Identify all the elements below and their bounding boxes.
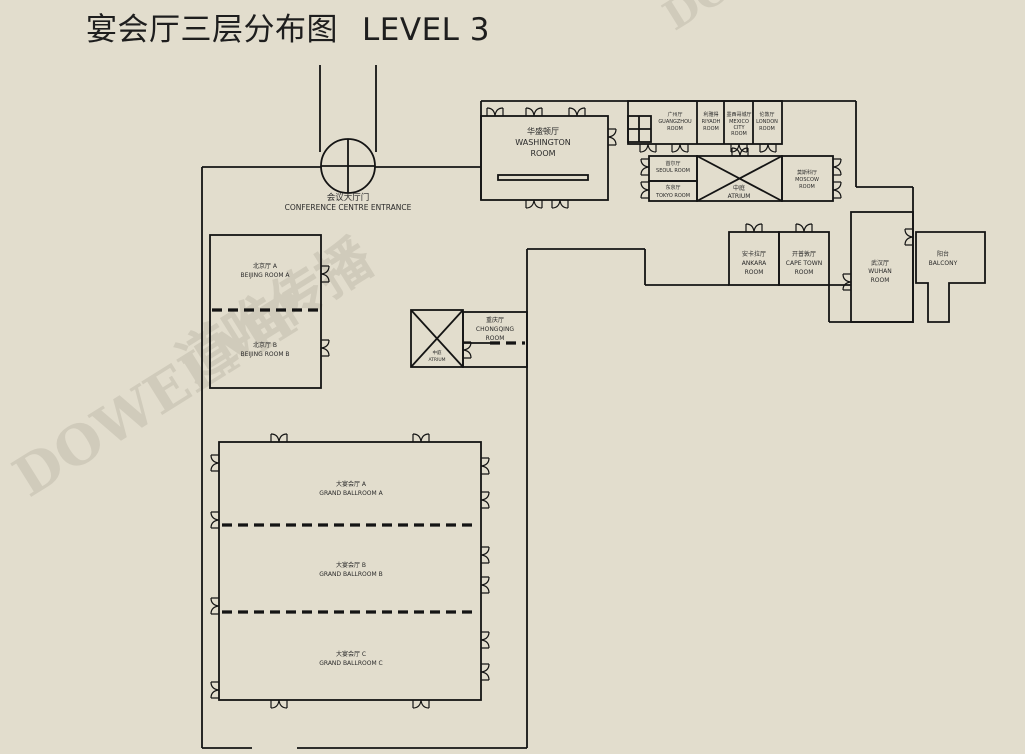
label-atrium-top-zh: 中庭	[733, 184, 745, 192]
label-chongqing-room: ROOM	[486, 335, 505, 342]
label-cape-town-en: CAPE TOWN	[786, 260, 822, 267]
label-tokyo-zh: 东京厅	[665, 184, 680, 191]
label-london-zh: 伦敦厅	[759, 111, 774, 118]
label-seoul-zh: 首尔厅	[665, 160, 680, 167]
label-riyadh-zh: 利雅得	[703, 111, 718, 118]
door-swing-v-10	[320, 265, 330, 283]
label-guangzhou-room: ROOM	[667, 126, 683, 132]
label-conference-zh: 会议大厅门	[327, 192, 370, 203]
door-swing-10	[795, 223, 813, 233]
label-moscow-en: MOSCOW	[795, 177, 819, 183]
door-swing-v-8	[210, 597, 220, 615]
door-swing-v-3	[480, 576, 490, 594]
door-swing-v-1	[480, 491, 490, 509]
label-chongqing-en: CHONGQING	[476, 326, 515, 333]
door-swing-v-5	[480, 663, 490, 681]
door-swing-v-19	[842, 273, 852, 291]
label-tokyo-en: TOKYO ROOM	[655, 193, 690, 199]
door-swing-v-12	[607, 128, 617, 146]
label-washington-zh: 华盛顿厅	[527, 126, 559, 136]
title-chinese: 宴会厅三层分布图	[86, 12, 338, 48]
label-mexico-en: MEXICO	[729, 119, 749, 125]
label-ballroom-c-en: GRAND BALLROOM C	[319, 660, 383, 667]
label-wuhan-zh: 武汉厅	[871, 259, 889, 267]
label-chongqing-zh: 重庆厅	[486, 316, 504, 324]
door-swing-0	[270, 433, 288, 443]
label-mexico-city: CITY	[733, 125, 745, 131]
label-london-room: ROOM	[759, 126, 775, 132]
door-swing-v-18	[904, 228, 914, 246]
door-swing-v-7	[210, 511, 220, 529]
label-ballroom-b-en: GRAND BALLROOM B	[319, 571, 382, 578]
title-level: LEVEL 3	[362, 12, 490, 48]
label-london-en: LONDON	[756, 119, 778, 125]
label-washington-en: WASHINGTON	[515, 138, 570, 147]
door-swing-v-17	[462, 341, 472, 359]
label-balcony-en: BALCONY	[929, 260, 958, 267]
label-cape-town-room: ROOM	[795, 269, 814, 276]
label-atrium-top-en: ATRIUM	[728, 193, 751, 200]
partitions	[212, 308, 525, 614]
label-beijing-a-en: BEIJING ROOM A	[240, 272, 290, 279]
door-swing-15	[731, 147, 749, 157]
label-ballroom-a-zh: 大宴会厅 A	[336, 480, 367, 488]
door-swing-v-6	[210, 454, 220, 472]
label-mexico-zh: 墨西哥城厅	[726, 111, 751, 118]
label-guangzhou-zh: 广州厅	[667, 111, 682, 118]
door-swing-v-15	[832, 158, 842, 176]
label-atrium-mid-zh: 中庭	[433, 349, 442, 356]
label-ankara-room: ROOM	[745, 269, 764, 276]
label-guangzhou-en: GUANGZHOU	[658, 119, 692, 125]
label-balcony-zh: 阳台	[937, 250, 949, 258]
door-swing-8	[486, 107, 504, 117]
door-swing-v-11	[320, 339, 330, 357]
walls	[201, 65, 986, 749]
door-swings	[210, 107, 914, 709]
door-swing-v-9	[210, 681, 220, 699]
label-beijing-a-zh: 北京厅 A	[253, 262, 278, 270]
label-washington-room: ROOM	[530, 149, 555, 158]
door-swing-v-16	[832, 181, 842, 199]
door-swing-13	[759, 143, 777, 153]
label-moscow-room: ROOM	[799, 184, 815, 190]
door-swing-7	[568, 107, 586, 117]
label-wuhan-en: WUHAN	[868, 268, 891, 275]
label-conference-en: CONFERENCE CENTRE ENTRANCE	[285, 203, 412, 212]
label-ballroom-a-en: GRAND BALLROOM A	[319, 490, 383, 497]
label-seoul-en: SEOUL ROOM	[656, 168, 690, 174]
door-swing-v-2	[480, 546, 490, 564]
door-swing-11	[671, 143, 689, 153]
door-swing-v-14	[640, 181, 650, 199]
door-swing-6	[525, 107, 543, 117]
room-labels: 会议大厅门 CONFERENCE CENTRE ENTRANCE 华盛顿厅 WA…	[240, 111, 957, 667]
label-beijing-b-zh: 北京厅 B	[253, 341, 277, 349]
label-riyadh-en: RIYADH	[702, 119, 721, 125]
door-swing-2	[270, 699, 288, 709]
label-ankara-zh: 安卡拉厅	[742, 250, 766, 258]
door-swing-v-13	[640, 158, 650, 176]
door-swing-v-0	[480, 457, 490, 475]
label-wuhan-room: ROOM	[871, 277, 890, 284]
door-swing-3	[412, 699, 430, 709]
door-swing-1	[412, 433, 430, 443]
label-mexico-room: ROOM	[731, 131, 747, 137]
door-swing-9	[745, 223, 763, 233]
door-swing-12	[730, 143, 748, 153]
label-ballroom-c-zh: 大宴会厅 C	[336, 650, 366, 658]
label-ballroom-b-zh: 大宴会厅 B	[336, 561, 366, 569]
label-atrium-mid-en: ATRIUM	[428, 357, 445, 363]
page-title: 宴会厅三层分布图 LEVEL 3	[86, 4, 490, 49]
door-swing-v-4	[480, 631, 490, 649]
label-ankara-en: ANKARA	[742, 260, 767, 267]
door-swing-5	[551, 199, 569, 209]
door-swing-4	[525, 199, 543, 209]
label-cape-town-zh: 开普敦厅	[792, 250, 816, 258]
label-riyadh-room: ROOM	[703, 126, 719, 132]
door-swing-14	[639, 143, 657, 153]
label-moscow-zh: 莫斯科厅	[797, 169, 817, 176]
label-beijing-b-en: BEIJING ROOM B	[240, 351, 289, 358]
